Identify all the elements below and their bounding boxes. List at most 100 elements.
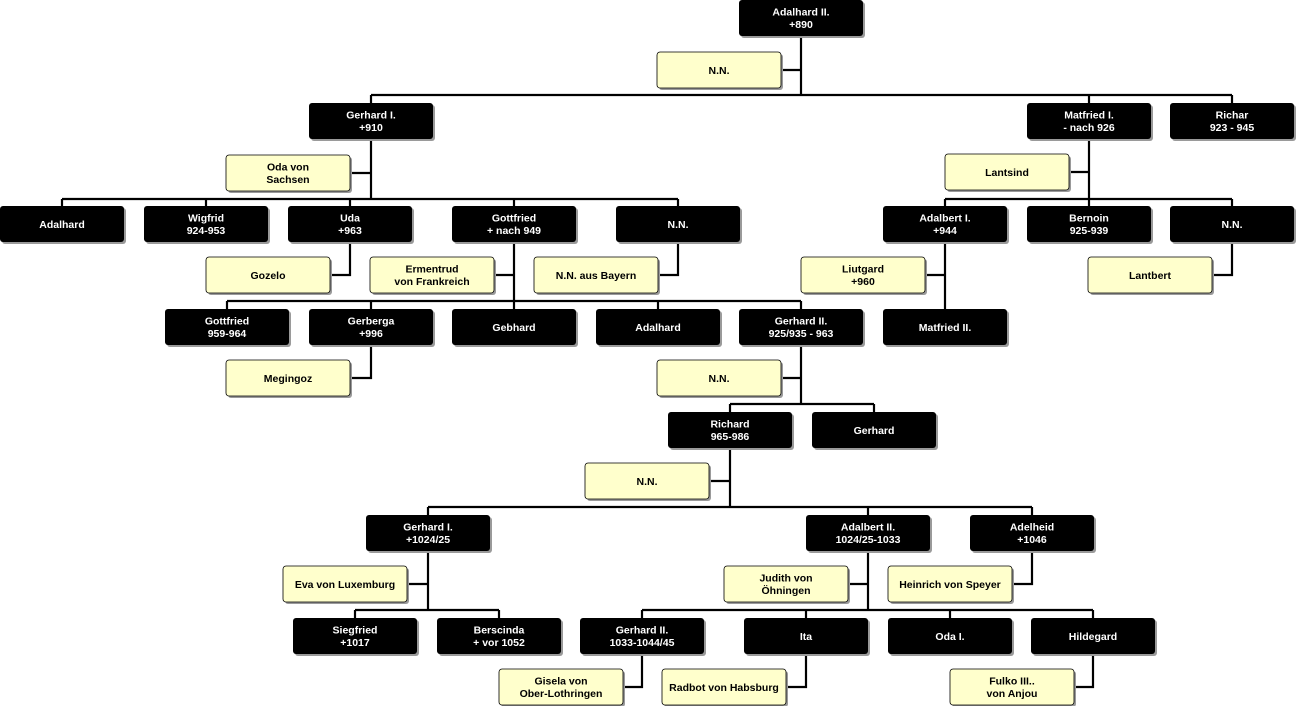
- node-label: +996: [359, 328, 383, 340]
- person-node-uda: Uda+963: [288, 206, 414, 244]
- node-label: +944: [933, 225, 957, 237]
- node-label: N.N.: [709, 373, 730, 385]
- node-box: [452, 309, 576, 345]
- node-label: Gerhard: [854, 425, 895, 437]
- node-box: [1027, 103, 1151, 139]
- node-label: 1033-1044/45: [610, 637, 675, 649]
- node-box: [309, 103, 433, 139]
- node-box: [369, 256, 495, 294]
- node-box: [1027, 206, 1151, 242]
- connector-lines: [60, 36, 1234, 689]
- person-node-gerhard1b: Gerhard I.+1024/25: [366, 515, 492, 553]
- spouse-node-nn3: N.N.: [584, 462, 711, 501]
- node-box: [616, 206, 740, 242]
- node-box: [970, 515, 1094, 551]
- person-node-gerhard2: Gerhard II.925/935 - 963: [739, 309, 865, 347]
- node-label: Lantbert: [1129, 270, 1172, 282]
- person-node-gerhard_c: Gerhard: [812, 412, 938, 450]
- spouse-node-eva: Eva von Luxemburg: [282, 565, 409, 604]
- node-label: Gebhard: [492, 322, 535, 334]
- node-label: Adalhard: [39, 219, 85, 231]
- node-label: Gerhard II.: [775, 316, 828, 328]
- node-label: Megingoz: [264, 373, 312, 385]
- person-node-oda1: Oda I.: [888, 618, 1014, 656]
- node-box: [165, 309, 289, 345]
- node-label: 1024/25-1033: [836, 534, 901, 546]
- person-node-gottfried1: Gottfried+ nach 949: [452, 206, 578, 244]
- node-box: [949, 668, 1075, 706]
- node-label: + nach 949: [487, 225, 541, 237]
- node-box: [293, 618, 417, 654]
- person-node-ita: Ita: [744, 618, 870, 656]
- node-label: Gisela von: [534, 676, 587, 688]
- connector-line: [658, 242, 680, 277]
- person-node-adalbert2: Adalbert II.1024/25-1033: [806, 515, 932, 553]
- node-label: von Anjou: [987, 688, 1038, 700]
- node-label: Matfried I.: [1064, 110, 1114, 122]
- node-label: +1024/25: [406, 534, 450, 546]
- spouse-node-nn1: N.N.: [656, 51, 783, 90]
- person-node-nn_child2: N.N.: [1170, 206, 1296, 244]
- node-label: Öhningen: [762, 584, 811, 597]
- node-box: [498, 668, 624, 706]
- spouse-node-heinrich: Heinrich von Speyer: [887, 565, 1014, 604]
- person-node-adalhard2: Adalhard II.+890: [739, 0, 865, 38]
- node-label: Lantsind: [985, 167, 1029, 179]
- node-box: [739, 0, 863, 36]
- node-label: Wigfrid: [188, 213, 224, 225]
- node-box: [225, 359, 351, 397]
- node-label: Heinrich von Speyer: [899, 579, 1001, 591]
- node-box: [812, 412, 936, 448]
- spouse-node-gozelo: Gozelo: [205, 256, 332, 295]
- node-label: 925-939: [1070, 225, 1109, 237]
- node-label: + vor 1052: [473, 637, 525, 649]
- node-box: [584, 462, 710, 500]
- node-box: [144, 206, 268, 242]
- node-label: +1017: [340, 637, 370, 649]
- node-box: [656, 51, 782, 89]
- node-label: 925/935 - 963: [769, 328, 834, 340]
- node-box: [437, 618, 561, 654]
- node-label: Gottfried: [492, 213, 536, 225]
- node-box: [596, 309, 720, 345]
- node-label: Hildegard: [1069, 631, 1117, 643]
- person-node-adalhard_b: Adalhard: [596, 309, 722, 347]
- node-label: Oda I.: [935, 631, 964, 643]
- node-box: [580, 618, 704, 654]
- person-node-matfried2: Matfried II.: [883, 309, 1009, 347]
- node-label: Gottfried: [205, 316, 249, 328]
- node-label: Ermentrud: [405, 264, 458, 276]
- node-label: +910: [359, 122, 383, 134]
- node-label: Richard: [710, 419, 749, 431]
- node-box: [800, 256, 926, 294]
- node-box: [533, 256, 659, 294]
- node-label: 965-986: [711, 431, 750, 443]
- node-box: [883, 206, 1007, 242]
- node-box: [944, 153, 1070, 191]
- node-box: [744, 618, 868, 654]
- node-box: [1170, 206, 1294, 242]
- connector-line: [1012, 551, 1034, 586]
- connector-line: [786, 654, 808, 689]
- person-node-gerhard2b: Gerhard II.1033-1044/45: [580, 618, 706, 656]
- node-label: 959-964: [208, 328, 247, 340]
- connector-line: [330, 242, 352, 277]
- node-label: Oda von: [267, 162, 309, 174]
- node-box: [806, 515, 930, 551]
- node-label: Siegfried: [333, 625, 378, 637]
- node-label: 923 - 945: [1210, 122, 1255, 134]
- node-label: Ita: [800, 631, 812, 643]
- node-label: N.N. aus Bayern: [556, 270, 637, 282]
- node-label: Fulko III..: [989, 676, 1035, 688]
- node-box: [309, 309, 433, 345]
- spouse-node-liutgard: Liutgard+960: [800, 256, 927, 295]
- node-box: [1087, 256, 1213, 294]
- spouse-node-nn_bayern: N.N. aus Bayern: [533, 256, 660, 295]
- node-label: Adalbert I.: [919, 213, 970, 225]
